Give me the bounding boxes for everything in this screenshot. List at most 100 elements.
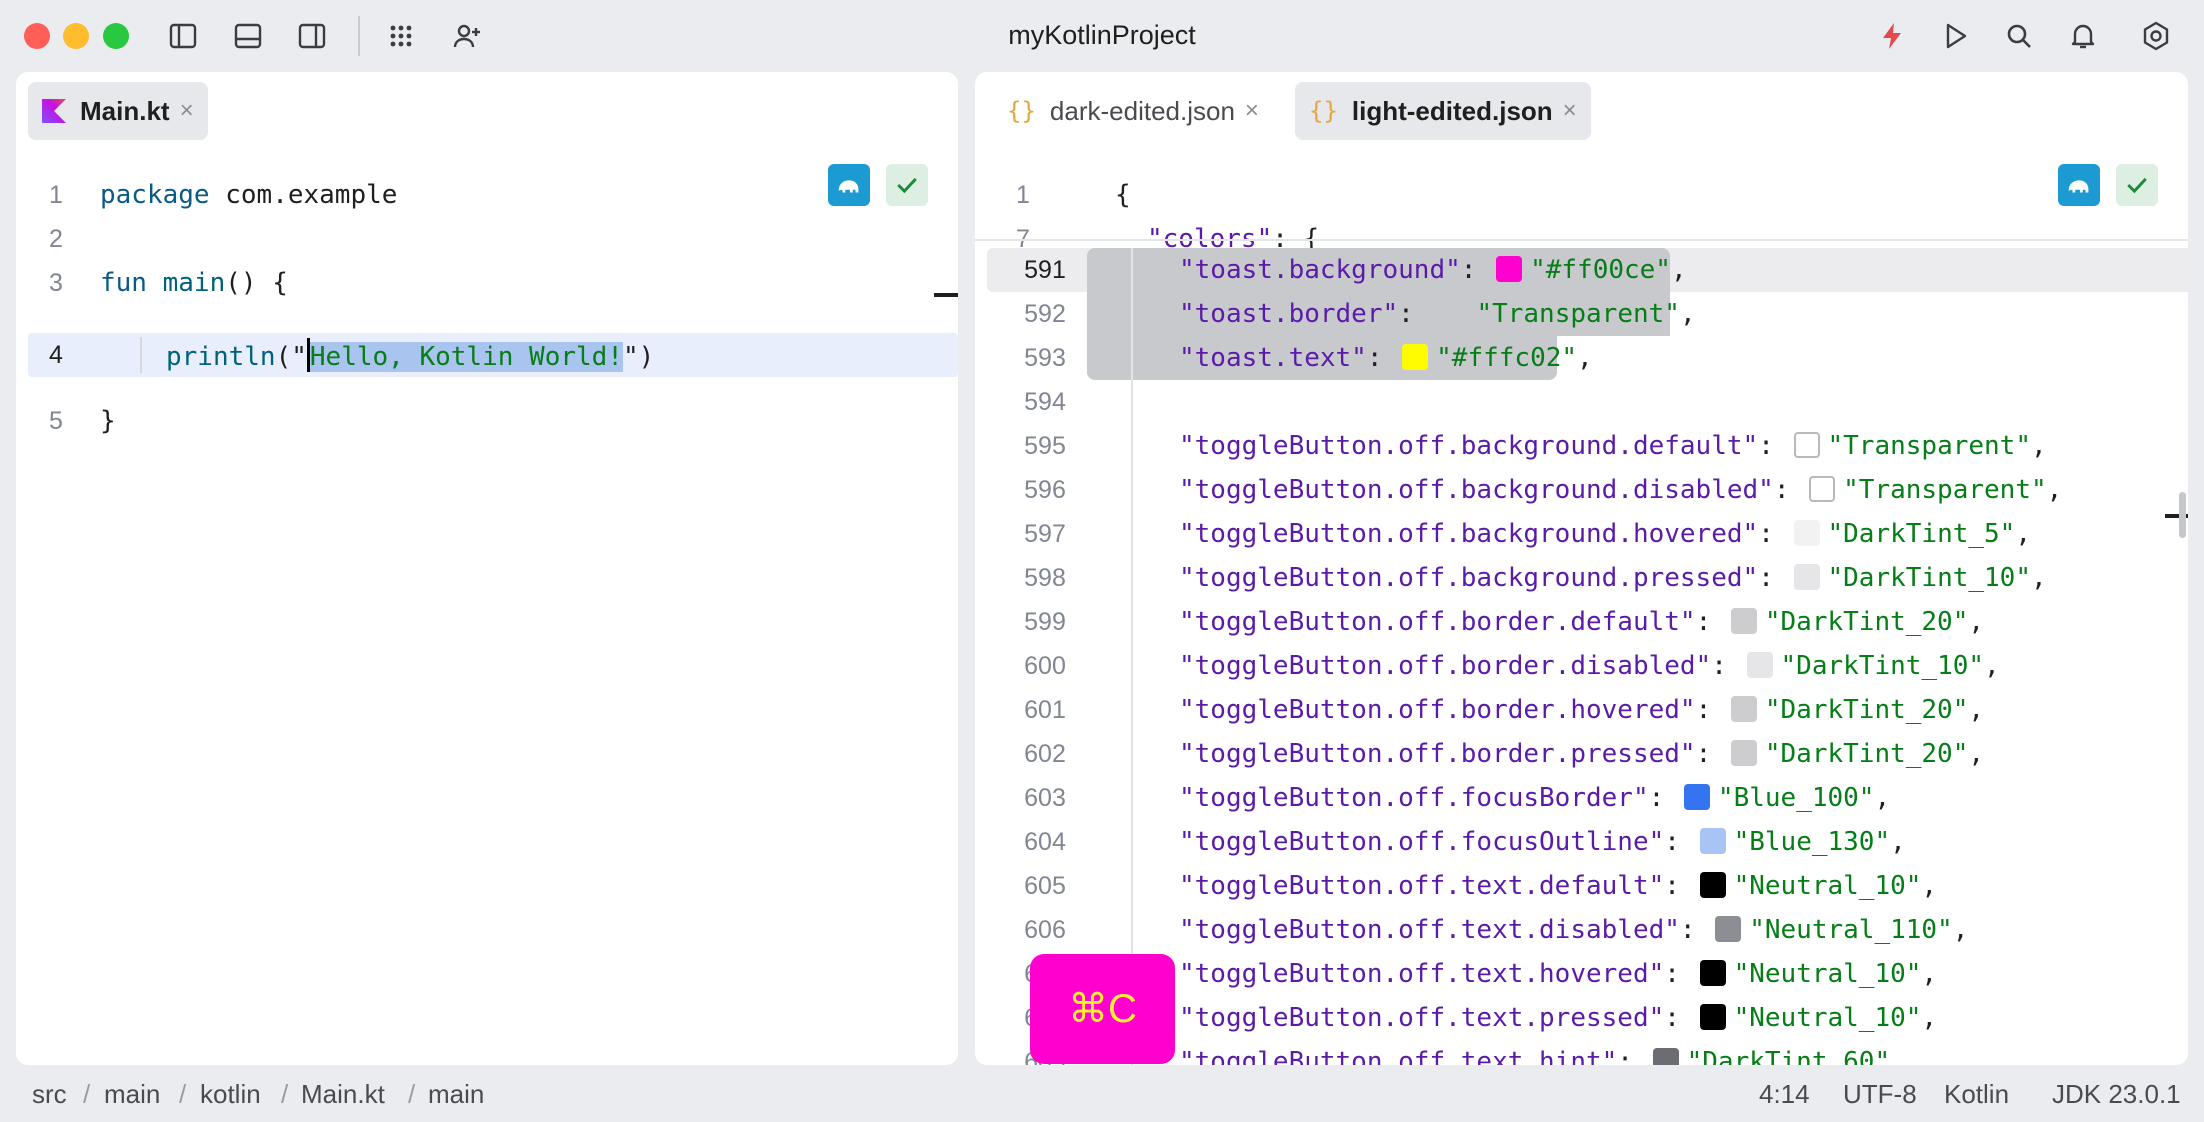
line-number: 591 xyxy=(1024,255,1066,284)
close-tab-icon[interactable]: × xyxy=(1244,97,1259,124)
line-number: 7 xyxy=(983,225,1063,254)
bottom-panel-toggle-icon[interactable] xyxy=(229,17,267,55)
scroll-marker[interactable] xyxy=(934,293,958,297)
notifications-bell-icon[interactable] xyxy=(2064,17,2102,55)
close-window-button[interactable] xyxy=(24,23,50,49)
close-tab-icon[interactable]: × xyxy=(1562,97,1577,124)
settings-gear-icon[interactable] xyxy=(2137,17,2175,55)
color-swatch[interactable] xyxy=(1715,916,1742,942)
right-sidebar-toggle-icon[interactable] xyxy=(293,17,331,55)
line-number: 606 xyxy=(1024,915,1066,944)
indent-guide xyxy=(1131,512,1133,556)
color-swatch[interactable] xyxy=(1699,960,1726,986)
indent-guide xyxy=(1131,380,1133,424)
json-line: 598"toggleButton.off.background.pressed"… xyxy=(975,556,2188,600)
line-number: 594 xyxy=(1024,387,1066,416)
code-line: 3 fun main() { xyxy=(16,261,958,305)
zoom-window-button[interactable] xyxy=(103,23,129,49)
color-swatch[interactable] xyxy=(1730,696,1757,722)
line-number: 599 xyxy=(1024,607,1066,636)
json-entry: "toast.background": "#ff00ce", xyxy=(1179,255,1687,285)
scroll-marker[interactable] xyxy=(2165,514,2188,518)
json-key: "toggleButton.off.border.hovered" xyxy=(1179,695,1696,725)
no-problems-check-button[interactable] xyxy=(886,164,928,206)
json-key: "toggleButton.off.background.hovered" xyxy=(1179,519,1759,549)
file-language[interactable]: Kotlin xyxy=(1944,1079,2010,1109)
json-entry: "toggleButton.off.background.hovered": "… xyxy=(1179,519,2031,549)
caret-position[interactable]: 4:14 xyxy=(1759,1079,1810,1109)
color-swatch[interactable] xyxy=(1793,564,1820,590)
gradle-elephant-button[interactable] xyxy=(2058,164,2100,206)
color-swatch[interactable] xyxy=(1496,256,1523,282)
breadcrumb-src[interactable]: src xyxy=(32,1079,67,1109)
line-number: 5 xyxy=(49,406,63,435)
search-icon[interactable] xyxy=(2000,17,2038,55)
json-line: 599 "toggleButton.off.border.default": "D… xyxy=(975,600,2188,644)
line-number: 2 xyxy=(49,224,63,253)
indent-guide xyxy=(1131,908,1133,952)
breadcrumb-kotlin[interactable]: kotlin xyxy=(200,1079,261,1109)
color-swatch[interactable] xyxy=(1683,784,1710,810)
json-key: "toggleButton.off.text.hovered" xyxy=(1179,959,1665,989)
indent-guide xyxy=(1131,336,1133,380)
code-text: package com.example xyxy=(100,180,398,210)
add-user-icon[interactable] xyxy=(448,17,486,55)
breadcrumb-separator: / xyxy=(83,1079,91,1109)
toolbar-separator xyxy=(358,16,360,56)
indent-guide xyxy=(1131,600,1133,644)
color-swatch[interactable] xyxy=(1699,828,1726,854)
indent-guide xyxy=(1131,820,1133,864)
file-encoding[interactable]: UTF-8 xyxy=(1843,1079,1917,1109)
json-value: "DarkTint_60" xyxy=(1686,1047,1891,1065)
json-entry: "toggleButton.off.background.pressed": "… xyxy=(1179,563,2047,593)
color-swatch[interactable] xyxy=(1809,476,1836,502)
color-swatch[interactable] xyxy=(1793,432,1820,458)
json-line: 604"toggleButton.off.focusOutline": "Blu… xyxy=(975,820,2188,864)
selected-text: Hello, Kotlin World! xyxy=(309,342,623,372)
run-icon[interactable] xyxy=(1936,17,1974,55)
color-swatch[interactable] xyxy=(1699,872,1726,898)
line-number: 3 xyxy=(49,268,63,297)
left-sidebar-toggle-icon[interactable] xyxy=(164,17,202,55)
status-bar: src / main / kotlin / Main.kt / main 4:1… xyxy=(0,1065,2204,1122)
jdk-version[interactable]: JDK 23.0.1 xyxy=(2052,1079,2181,1109)
json-file-icon: {} xyxy=(1309,97,1338,125)
json-line: 602"toggleButton.off.border.pressed": "D… xyxy=(975,732,2188,776)
gradle-elephant-button[interactable] xyxy=(828,164,870,206)
minimize-window-button[interactable] xyxy=(63,23,89,49)
color-swatch[interactable] xyxy=(1699,1004,1726,1030)
indent-guide xyxy=(1131,864,1133,908)
color-swatch[interactable] xyxy=(1746,652,1773,678)
indent-guide xyxy=(1131,688,1133,732)
json-entry: "toggleButton.off.text.default": "Neutra… xyxy=(1179,871,1938,901)
scrollbar-thumb[interactable] xyxy=(2179,492,2186,538)
json-key: "toggleButton.off.border.disabled" xyxy=(1179,651,1712,681)
close-tab-icon[interactable]: × xyxy=(179,97,194,124)
json-key: "toggleButton.off.background.disabled" xyxy=(1179,475,1774,505)
color-swatch[interactable] xyxy=(1730,608,1757,634)
code-text: println("Hello, Kotlin World!") xyxy=(166,338,654,372)
power-save-icon[interactable] xyxy=(1873,17,1911,55)
apps-grid-icon[interactable] xyxy=(382,17,420,55)
json-value: "DarkTint_10" xyxy=(1780,651,1985,681)
breadcrumb-file[interactable]: Main.kt xyxy=(301,1079,385,1109)
json-value: "Neutral_10" xyxy=(1733,1003,1922,1033)
tab-dark-edited-json[interactable]: {} dark-edited.json × xyxy=(997,82,1269,140)
line-number: 605 xyxy=(1024,871,1066,900)
no-problems-check-button[interactable] xyxy=(2116,164,2158,206)
window-title: myKotlinProject xyxy=(1008,20,1196,50)
json-value: "Neutral_110" xyxy=(1749,915,1953,945)
tab-main-kt[interactable]: Main.kt × xyxy=(28,82,208,140)
indent-guide xyxy=(1131,468,1133,512)
indent-guide xyxy=(140,337,142,373)
code-line-current: 4 println("Hello, Kotlin World!") xyxy=(28,333,958,377)
tab-light-edited-json[interactable]: {} light-edited.json × xyxy=(1295,82,1591,140)
breadcrumb-function[interactable]: main xyxy=(428,1079,485,1109)
color-swatch[interactable] xyxy=(1793,520,1820,546)
color-swatch[interactable] xyxy=(1730,740,1757,766)
breadcrumb-main[interactable]: main xyxy=(104,1079,161,1109)
json-entry: "toggleButton.off.border.default": "Dark… xyxy=(1179,607,1985,637)
line-number: 602 xyxy=(1024,739,1066,768)
color-swatch[interactable] xyxy=(1402,344,1429,370)
color-swatch[interactable] xyxy=(1652,1048,1679,1065)
